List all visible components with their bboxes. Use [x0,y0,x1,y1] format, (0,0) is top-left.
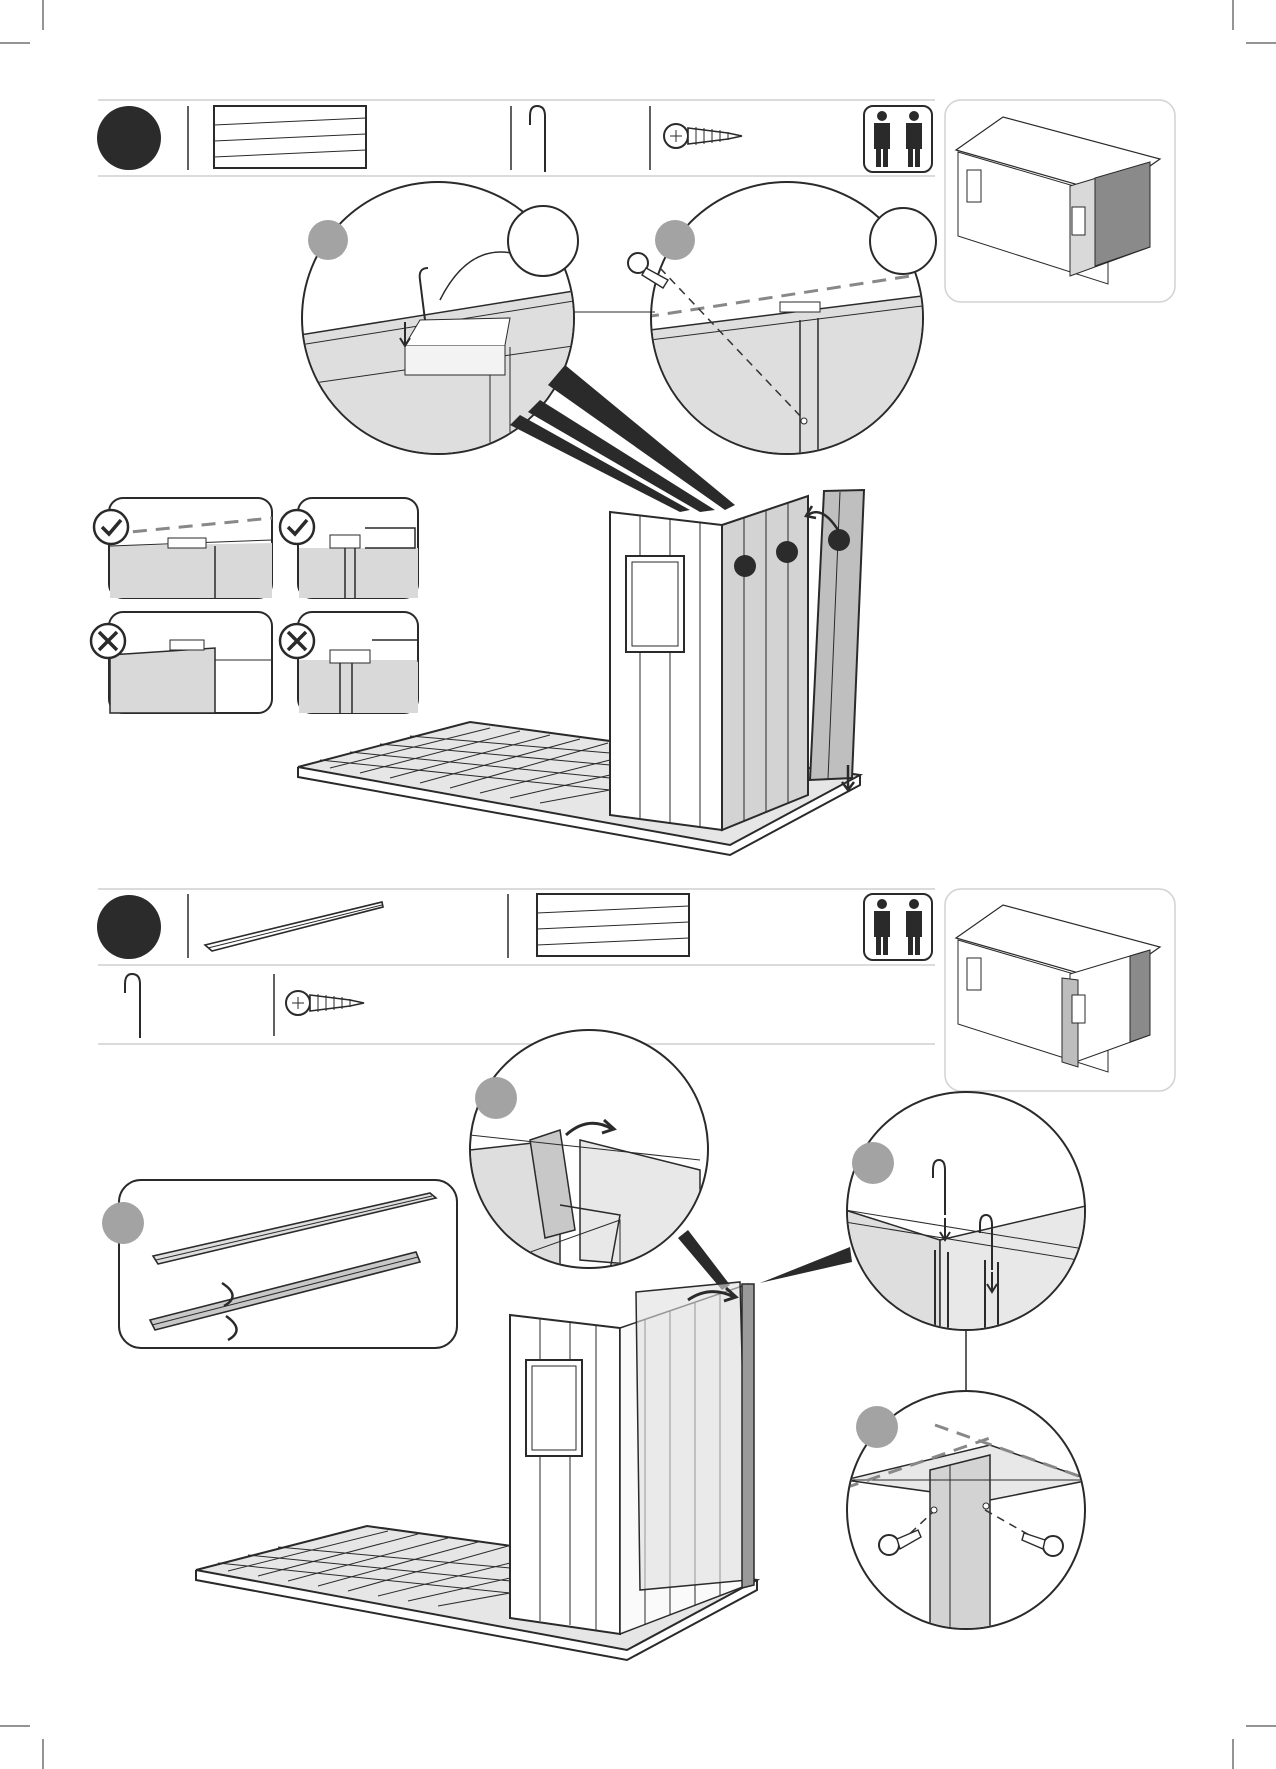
step-a-zoom-1-badge [508,206,578,276]
check-mark-icon [280,510,314,544]
step-a-zoom-2-badge [870,208,936,274]
panel-marker-2 [776,541,798,563]
step-b-callout-4 [856,1406,898,1448]
step-a-parts-bar [97,100,935,176]
new-wall-panel [636,1282,748,1590]
wide-panel-icon [537,894,689,956]
step-b-callout-1 [102,1202,144,1244]
window [526,1360,582,1456]
step-a-alignment-checks [91,498,418,713]
check-mark-icon [94,510,128,544]
correct-alignment-1 [94,498,272,598]
step-a-zoom-clip-detail [300,182,580,460]
panel-marker-3 [828,529,850,551]
wide-panel-icon [214,106,366,168]
step-b-shed-thumbnail [945,889,1175,1091]
corner-profile [742,1284,754,1588]
step-a-zoom-screw-detail [628,182,936,460]
step-a-shed-thumbnail [945,100,1175,302]
step-a-number-badge [97,106,161,170]
two-person-assembly-icon [864,106,932,172]
step-b-zoom-1-pointer [678,1230,730,1290]
incorrect-alignment-1 [91,612,272,713]
step-b-zoom-clip-detail [760,1092,1090,1340]
step-b-zoom-screw-detail [845,1391,1090,1640]
step-a-callout-2 [655,220,695,260]
step-b-parts-bar [97,889,935,1044]
screw-icon [664,124,742,148]
two-person-assembly-icon [864,894,932,960]
window [626,556,684,652]
clip-icon [125,974,140,1038]
panel-marker-1 [734,555,756,577]
step-b-callout-2 [475,1077,517,1119]
correct-alignment-2 [280,498,418,598]
step-b-zoom-swing-detail [470,1030,708,1280]
step-a-callout-1 [308,220,348,260]
screw-icon [286,991,364,1015]
clip-icon [530,106,545,172]
step-b-callout-3 [852,1142,894,1184]
incorrect-alignment-2 [280,612,418,713]
connector-profile-icon [205,902,383,951]
step-b-number-badge [97,895,161,959]
step-b-profile-rotation-detail [102,1180,457,1348]
